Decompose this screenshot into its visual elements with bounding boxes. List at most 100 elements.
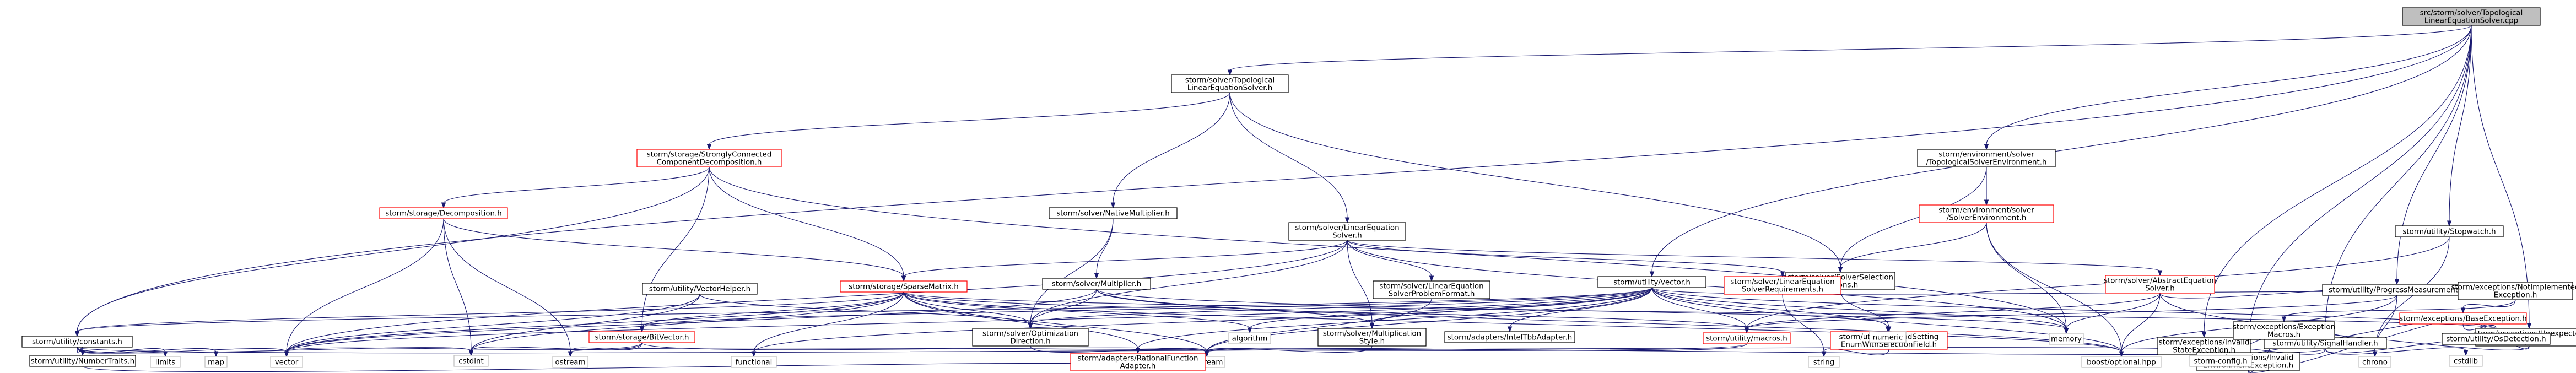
- edge-les_h-to-sparse: [901, 240, 1348, 282]
- node-bitvector[interactable]: storm/storage/BitVector.h: [588, 331, 695, 343]
- node-label-line: storm/environment/solver: [1938, 207, 2034, 215]
- node-box: [1869, 331, 1907, 343]
- node-number_traits[interactable]: storm/utility/NumberTraits.h: [29, 355, 136, 367]
- node-box: [379, 207, 508, 219]
- node-box: [1171, 74, 1289, 93]
- edge-tles_h-to-native_mult: [1110, 92, 1230, 209]
- edge-root-to-inv_env: [2245, 25, 2472, 354]
- node-label-line: Macros.h: [2267, 331, 2300, 339]
- node-label-line: storm/utility/constants.h: [32, 338, 122, 347]
- node-box: [731, 356, 777, 368]
- edge-signal-to-cstdlib: [2325, 347, 2469, 356]
- node-label-line: algorithm: [1232, 335, 1268, 343]
- edge-tles_h-to-les_h: [1229, 92, 1350, 224]
- node-box: [636, 149, 782, 167]
- node-label-line: LinearEquationSolver.cpp: [2424, 17, 2518, 25]
- node-label-line: cstdint: [458, 358, 484, 366]
- edge-tles_h-to-solver_sel: [1229, 92, 1843, 273]
- node-label-line: storm/solver/LinearEquation: [1379, 283, 1483, 291]
- node-box: [1919, 204, 2054, 223]
- node-base_exc[interactable]: storm/exceptions/BaseException.h: [2399, 312, 2527, 325]
- node-tles_h[interactable]: storm/solver/TopologicalLinearEquationSo…: [1171, 74, 1289, 93]
- edge-root-to-unexpected: [2471, 25, 2532, 329]
- node-box: [2395, 225, 2504, 237]
- node-progress[interactable]: storm/utility/ProgressMeasurement.h: [2322, 284, 2472, 296]
- node-label-line: storm/environment/solver: [1938, 151, 2034, 159]
- node-vector: vector: [270, 356, 303, 368]
- node-les_req[interactable]: storm/solver/LinearEquationSolverRequire…: [1724, 276, 1841, 295]
- edge-native_mult-to-multiplier: [1094, 218, 1114, 279]
- edge-les_h-to-vector: [284, 240, 1348, 358]
- edge-les_h-to-les_fmt: [1347, 240, 1434, 282]
- node-box: [588, 331, 695, 343]
- node-label-line: vector: [275, 359, 299, 367]
- node-box: [1049, 207, 1178, 219]
- node-box: [1042, 278, 1151, 290]
- node-label-line: storm/solver/LinearEquation: [1730, 278, 1834, 286]
- node-env_topo[interactable]: storm/environment/solver/TopologicalSolv…: [1917, 149, 2056, 167]
- node-constants[interactable]: storm/utility/constants.h: [21, 336, 133, 348]
- node-limits: limits: [150, 356, 181, 368]
- node-memory: memory: [2049, 333, 2084, 345]
- node-label-line: map: [208, 359, 224, 367]
- node-label-line: SolverRequirements.h: [1742, 286, 1823, 294]
- edge-macros-to-iostream: [1204, 343, 1747, 358]
- node-label-line: ComponentDecomposition.h: [657, 159, 762, 167]
- edge-tles_h-to-scc: [706, 92, 1230, 150]
- node-not_impl[interactable]: storm/exceptions/NotImplementedException…: [2451, 282, 2576, 300]
- edge-macros-to-ostream: [568, 343, 1747, 358]
- node-label-line: /TopologicalSolverEnvironment.h: [1926, 159, 2046, 167]
- node-multiplier[interactable]: storm/solver/Multiplier.h: [1042, 278, 1151, 290]
- node-label-line: storm/exceptions/BaseException.h: [2399, 315, 2526, 323]
- edge-number_traits-to-rational_fn: [82, 363, 1141, 372]
- node-root[interactable]: src/storm/solver/TopologicalLinearEquati…: [2402, 7, 2541, 26]
- node-box: [1597, 276, 1706, 288]
- node-label-line: src/storm/solver/Topological: [2420, 9, 2523, 18]
- node-native_mult[interactable]: storm/solver/NativeMultiplier.h: [1049, 207, 1178, 219]
- node-label-line: storm/utility/OsDetection.h: [2446, 336, 2546, 344]
- node-label-line: storm/utility/ProgressMeasurement.h: [2329, 286, 2465, 295]
- edge-util_vector-to-memory: [1651, 287, 2069, 334]
- node-label-line: Style.h: [1359, 338, 1385, 346]
- edge-sparse-to-bitvector: [639, 291, 904, 333]
- node-os_detect[interactable]: storm/utility/OsDetection.h: [2442, 333, 2551, 345]
- node-les_fmt[interactable]: storm/solver/LinearEquationSolverProblem…: [1373, 280, 1490, 299]
- node-les_h[interactable]: storm/solver/LinearEquationSolver.h: [1288, 222, 1406, 241]
- node-label-line: storm/adapters/RationalFunction: [1078, 355, 1198, 363]
- edge-util_vector-to-constants: [74, 287, 1652, 337]
- edge-not_impl-to-base_exc: [2460, 299, 2516, 314]
- edge-les_h-to-les_req: [1347, 240, 1785, 278]
- node-util_vector[interactable]: storm/utility/vector.h: [1597, 276, 1706, 288]
- node-label-line: storm-config.h: [2194, 358, 2247, 366]
- edge-mult_style-to-iostream: [1204, 345, 1373, 358]
- node-stopwatch[interactable]: storm/utility/Stopwatch.h: [2395, 225, 2504, 237]
- node-chrono: chrono: [2358, 356, 2391, 368]
- node-label-line: storm/utility/macros.h: [1706, 335, 1787, 343]
- node-signal[interactable]: storm/utility/SignalHandler.h: [2264, 337, 2387, 349]
- node-vec_helper[interactable]: storm/utility/VectorHelper.h: [642, 283, 758, 295]
- node-label-line: storm/utility/SignalHandler.h: [2272, 340, 2378, 348]
- edge-root-to-env_topo: [1984, 25, 2472, 150]
- node-macros[interactable]: storm/utility/macros.h: [1703, 332, 1791, 344]
- node-sparse[interactable]: storm/storage/SparseMatrix.h: [840, 280, 968, 293]
- node-label-line: storm/utility/Stopwatch.h: [2402, 228, 2496, 236]
- node-label-line: storm/storage/StronglyConnected: [647, 151, 772, 159]
- edge-les_h-to-abstract_eq: [1347, 240, 2163, 277]
- node-box: [1444, 331, 1575, 343]
- node-box: [453, 355, 489, 367]
- node-scc[interactable]: storm/storage/StronglyConnectedComponent…: [636, 149, 782, 167]
- node-box: [2399, 312, 2527, 325]
- edge-native_mult-to-opt_dir: [1028, 218, 1114, 329]
- node-decomp[interactable]: storm/storage/Decomposition.h: [379, 207, 508, 219]
- node-label-line: limits: [155, 359, 175, 367]
- node-env_solver[interactable]: storm/environment/solver/SolverEnvironme…: [1919, 204, 2054, 223]
- node-intel_tbb[interactable]: storm/adapters/IntelTbbAdapter.h: [1444, 331, 1575, 343]
- node-label-line: storm/storage/Decomposition.h: [385, 210, 502, 218]
- edge-util_vector-to-functional: [751, 287, 1652, 358]
